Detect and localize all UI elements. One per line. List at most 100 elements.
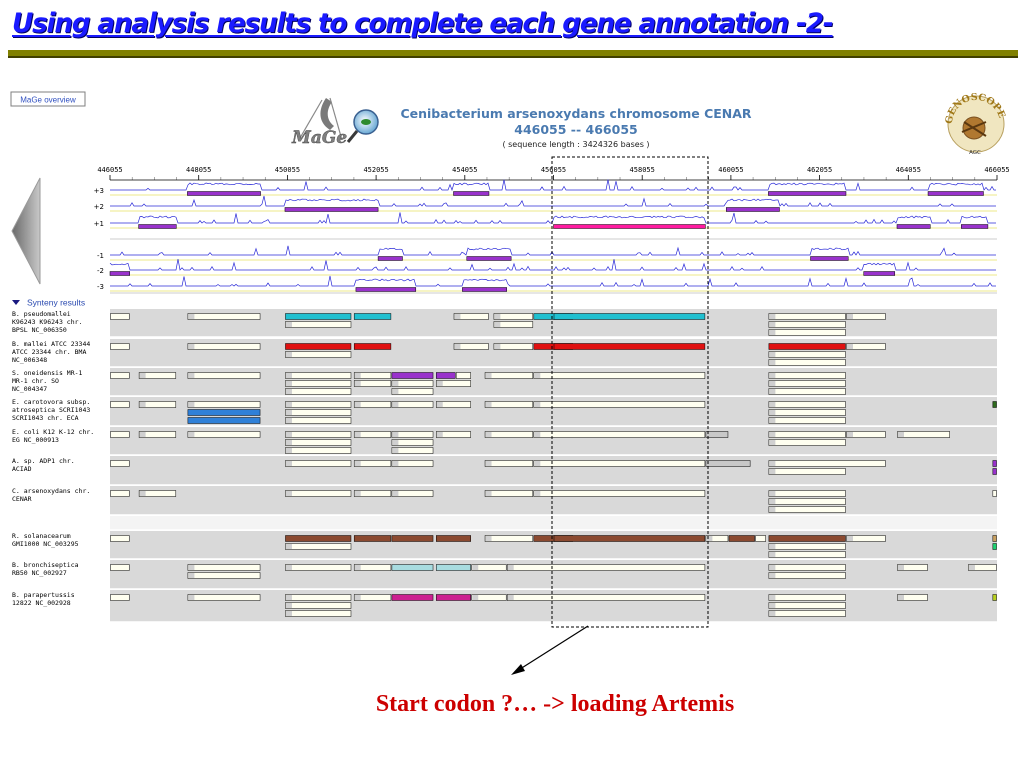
synteny-gene-bar[interactable] [493,313,534,320]
synteny-gene-bar[interactable] [285,388,352,395]
synteny-gene-bar[interactable] [768,351,846,358]
synteny-gene-bar[interactable] [453,343,489,350]
synteny-gene-bar[interactable] [768,610,846,617]
synteny-gene-bar[interactable] [897,564,928,571]
synteny-organism-label[interactable]: B. mallei ATCC 23344 [12,340,90,348]
synteny-gene-bar[interactable] [285,543,352,550]
synteny-gene-bar[interactable] [110,460,130,467]
synteny-gene-bar[interactable] [768,313,846,320]
frame-gene[interactable] [355,287,417,292]
synteny-gene-bar[interactable] [391,380,434,387]
synteny-gene-bar[interactable] [353,564,392,571]
synteny-gene-bar[interactable] [110,535,130,542]
frame-gene[interactable] [896,224,931,229]
synteny-gene-bar[interactable] [768,321,846,328]
synteny-organism-label[interactable]: atroseptica SCRI1043 [12,406,90,414]
frame-gene[interactable] [863,271,896,276]
synteny-gene-bar[interactable] [768,388,846,395]
synteny-gene-bar[interactable] [353,343,392,350]
synteny-gene-bar[interactable] [768,329,846,336]
frame-gene[interactable] [768,191,847,196]
synteny-gene-bar[interactable] [897,431,950,438]
synteny-gene-bar[interactable] [484,431,534,438]
synteny-gene-bar[interactable] [992,401,997,408]
synteny-gene-bar[interactable] [846,431,886,438]
synteny-gene-bar[interactable] [187,343,261,350]
synteny-gene-bar[interactable] [187,372,261,379]
synteny-gene-bar[interactable] [285,380,352,387]
frame-gene[interactable] [109,271,130,276]
synteny-gene-bar[interactable] [484,401,534,408]
synteny-gene-bar[interactable] [453,313,489,320]
synteny-gene-bar[interactable] [436,372,456,379]
synteny-gene-bar[interactable] [285,351,352,358]
synteny-gene-bar[interactable] [187,594,261,601]
synteny-gene-bar[interactable] [391,401,434,408]
synteny-gene-bar[interactable] [768,380,846,387]
synteny-gene-bar[interactable] [768,498,846,505]
synteny-gene-bar[interactable] [285,447,352,454]
synteny-organism-label[interactable]: ATCC 23344 chr. BMA [12,348,86,356]
synteny-gene-bar[interactable] [728,535,755,542]
synteny-gene-bar[interactable] [484,535,534,542]
frame-gene[interactable] [961,224,989,229]
synteny-gene-bar[interactable] [436,535,471,542]
synteny-gene-bar[interactable] [353,431,392,438]
synteny-gene-bar[interactable] [187,564,261,571]
synteny-organism-label[interactable]: 12822 NC_002928 [12,599,71,607]
synteny-gene-bar[interactable] [992,460,997,467]
synteny-gene-bar[interactable] [484,460,534,467]
synteny-gene-bar[interactable] [705,431,729,438]
synteny-gene-bar[interactable] [285,343,352,350]
synteny-gene-bar[interactable] [484,372,534,379]
synteny-gene-bar[interactable] [110,564,130,571]
synteny-gene-bar[interactable] [455,372,471,379]
synteny-organism-label[interactable]: CENAR [12,495,32,503]
synteny-organism-label[interactable]: K96243 K96243 chr. [12,318,82,326]
synteny-gene-bar[interactable] [436,431,471,438]
synteny-gene-bar[interactable] [110,313,130,320]
synteny-gene-bar[interactable] [285,372,352,379]
synteny-organism-label[interactable]: E. coli K12 K-12 chr. [12,428,94,436]
synteny-organism-label[interactable]: R. solanacearum [12,532,71,540]
synteny-gene-bar[interactable] [110,343,130,350]
synteny-gene-bar[interactable] [285,564,352,571]
synteny-gene-bar[interactable] [187,313,261,320]
synteny-gene-bar[interactable] [436,594,471,601]
frame-gene[interactable] [725,207,780,212]
synteny-gene-bar[interactable] [705,535,729,542]
synteny-gene-bar[interactable] [992,543,997,550]
synteny-gene-bar[interactable] [353,535,392,542]
synteny-gene-bar[interactable] [553,343,706,350]
synteny-gene-bar[interactable] [285,321,352,328]
synteny-gene-bar[interactable] [846,313,886,320]
synteny-gene-bar[interactable] [391,535,434,542]
synteny-gene-bar[interactable] [285,431,352,438]
synteny-gene-bar[interactable] [110,401,130,408]
synteny-gene-bar[interactable] [285,490,352,497]
synteny-gene-bar[interactable] [391,431,434,438]
synteny-gene-bar[interactable] [897,594,928,601]
synteny-gene-bar[interactable] [187,401,261,408]
synteny-gene-bar[interactable] [285,460,352,467]
synteny-gene-bar[interactable] [768,372,846,379]
synteny-gene-bar[interactable] [353,594,392,601]
synteny-gene-bar[interactable] [138,372,177,379]
synteny-organism-label[interactable]: RB50 NC_002927 [12,569,67,577]
synteny-gene-bar[interactable] [768,460,886,467]
synteny-gene-bar[interactable] [391,460,434,467]
synteny-gene-bar[interactable] [187,417,261,424]
synteny-gene-bar[interactable] [992,594,997,601]
synteny-organism-label[interactable]: MR-1 chr. SO [12,377,59,385]
synteny-gene-bar[interactable] [285,535,352,542]
synteny-gene-bar[interactable] [391,447,434,454]
synteny-gene-bar[interactable] [506,564,706,571]
frame-gene[interactable] [377,256,403,261]
synteny-gene-bar[interactable] [768,343,846,350]
synteny-organism-label[interactable]: ACIAD [12,465,32,473]
synteny-gene-bar[interactable] [846,535,886,542]
synteny-organism-label[interactable]: SCRI1043 chr. ECA [12,414,79,422]
synteny-gene-bar[interactable] [493,321,534,328]
synteny-gene-bar[interactable] [391,594,434,601]
synteny-gene-bar[interactable] [533,431,706,438]
